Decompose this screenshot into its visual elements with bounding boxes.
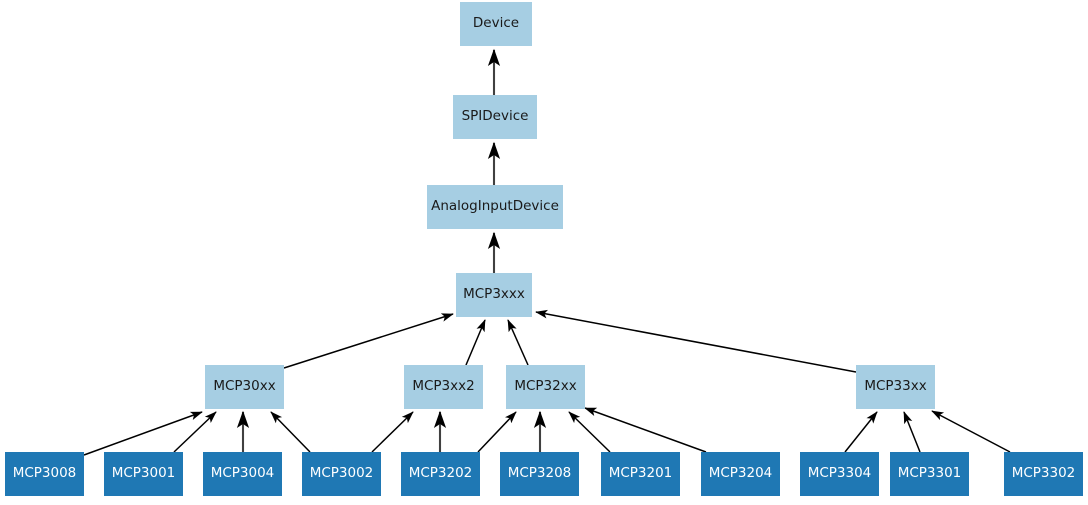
class-node-spidevice[interactable]: SPIDevice <box>453 95 537 139</box>
class-node-label: SPIDevice <box>461 108 529 125</box>
class-node-label: MCP3xxx <box>463 286 525 303</box>
class-node-label: MCP3001 <box>111 465 176 482</box>
class-node-label: MCP3xx2 <box>412 378 475 395</box>
inheritance-edge <box>173 411 217 453</box>
class-node-mcp3302[interactable]: MCP3302 <box>1004 452 1083 496</box>
inheritance-edge <box>507 319 529 366</box>
class-node-mcp3004[interactable]: MCP3004 <box>203 452 282 496</box>
class-node-mcp3002[interactable]: MCP3002 <box>302 452 381 496</box>
class-node-mcp3201[interactable]: MCP3201 <box>601 452 680 496</box>
class-node-label: MCP3304 <box>807 465 872 482</box>
inheritance-edge <box>844 411 878 453</box>
class-node-mcp3304[interactable]: MCP3304 <box>800 452 879 496</box>
class-node-mcp3208[interactable]: MCP3208 <box>500 452 579 496</box>
inheritance-edge <box>283 313 454 369</box>
class-node-analoginputdevice[interactable]: AnalogInputDevice <box>427 185 563 229</box>
class-node-mcp32xx[interactable]: MCP32xx <box>506 365 585 409</box>
class-node-label: MCP3201 <box>608 465 673 482</box>
class-node-mcp3008[interactable]: MCP3008 <box>5 452 84 496</box>
inheritance-edge <box>568 411 611 453</box>
class-node-label: AnalogInputDevice <box>431 198 559 215</box>
class-node-label: MCP3204 <box>708 465 773 482</box>
class-node-mcp3xx2[interactable]: MCP3xx2 <box>404 365 483 409</box>
inheritance-edge <box>270 411 311 453</box>
class-node-label: MCP33xx <box>864 378 927 395</box>
class-node-mcp33xx[interactable]: MCP33xx <box>856 365 935 409</box>
inheritance-edge <box>465 319 486 366</box>
inheritance-edge <box>584 407 707 453</box>
class-node-mcp3001[interactable]: MCP3001 <box>104 452 183 496</box>
class-node-label: MCP3301 <box>897 465 962 482</box>
inheritance-edge <box>83 411 203 456</box>
inheritance-edge <box>931 410 1011 453</box>
class-node-label: MCP3302 <box>1011 465 1076 482</box>
class-node-label: MCP3208 <box>507 465 572 482</box>
class-node-label: MCP3004 <box>210 465 275 482</box>
inheritance-edge <box>535 309 857 373</box>
class-node-label: MCP3002 <box>309 465 374 482</box>
inheritance-edge <box>371 411 414 453</box>
class-node-label: Device <box>472 15 520 32</box>
class-node-device[interactable]: Device <box>460 2 532 46</box>
class-node-mcp3202[interactable]: MCP3202 <box>401 452 480 496</box>
class-node-mcp3204[interactable]: MCP3204 <box>701 452 780 496</box>
class-node-label: MCP3008 <box>12 465 77 482</box>
class-node-mcp3xxx[interactable]: MCP3xxx <box>456 273 532 317</box>
inheritance-edge <box>477 411 517 453</box>
class-node-label: MCP30xx <box>213 378 276 395</box>
class-node-mcp30xx[interactable]: MCP30xx <box>205 365 284 409</box>
class-node-label: MCP3202 <box>408 465 473 482</box>
inheritance-edge <box>903 411 921 453</box>
class-node-mcp3301[interactable]: MCP3301 <box>890 452 969 496</box>
class-node-label: MCP32xx <box>514 378 577 395</box>
